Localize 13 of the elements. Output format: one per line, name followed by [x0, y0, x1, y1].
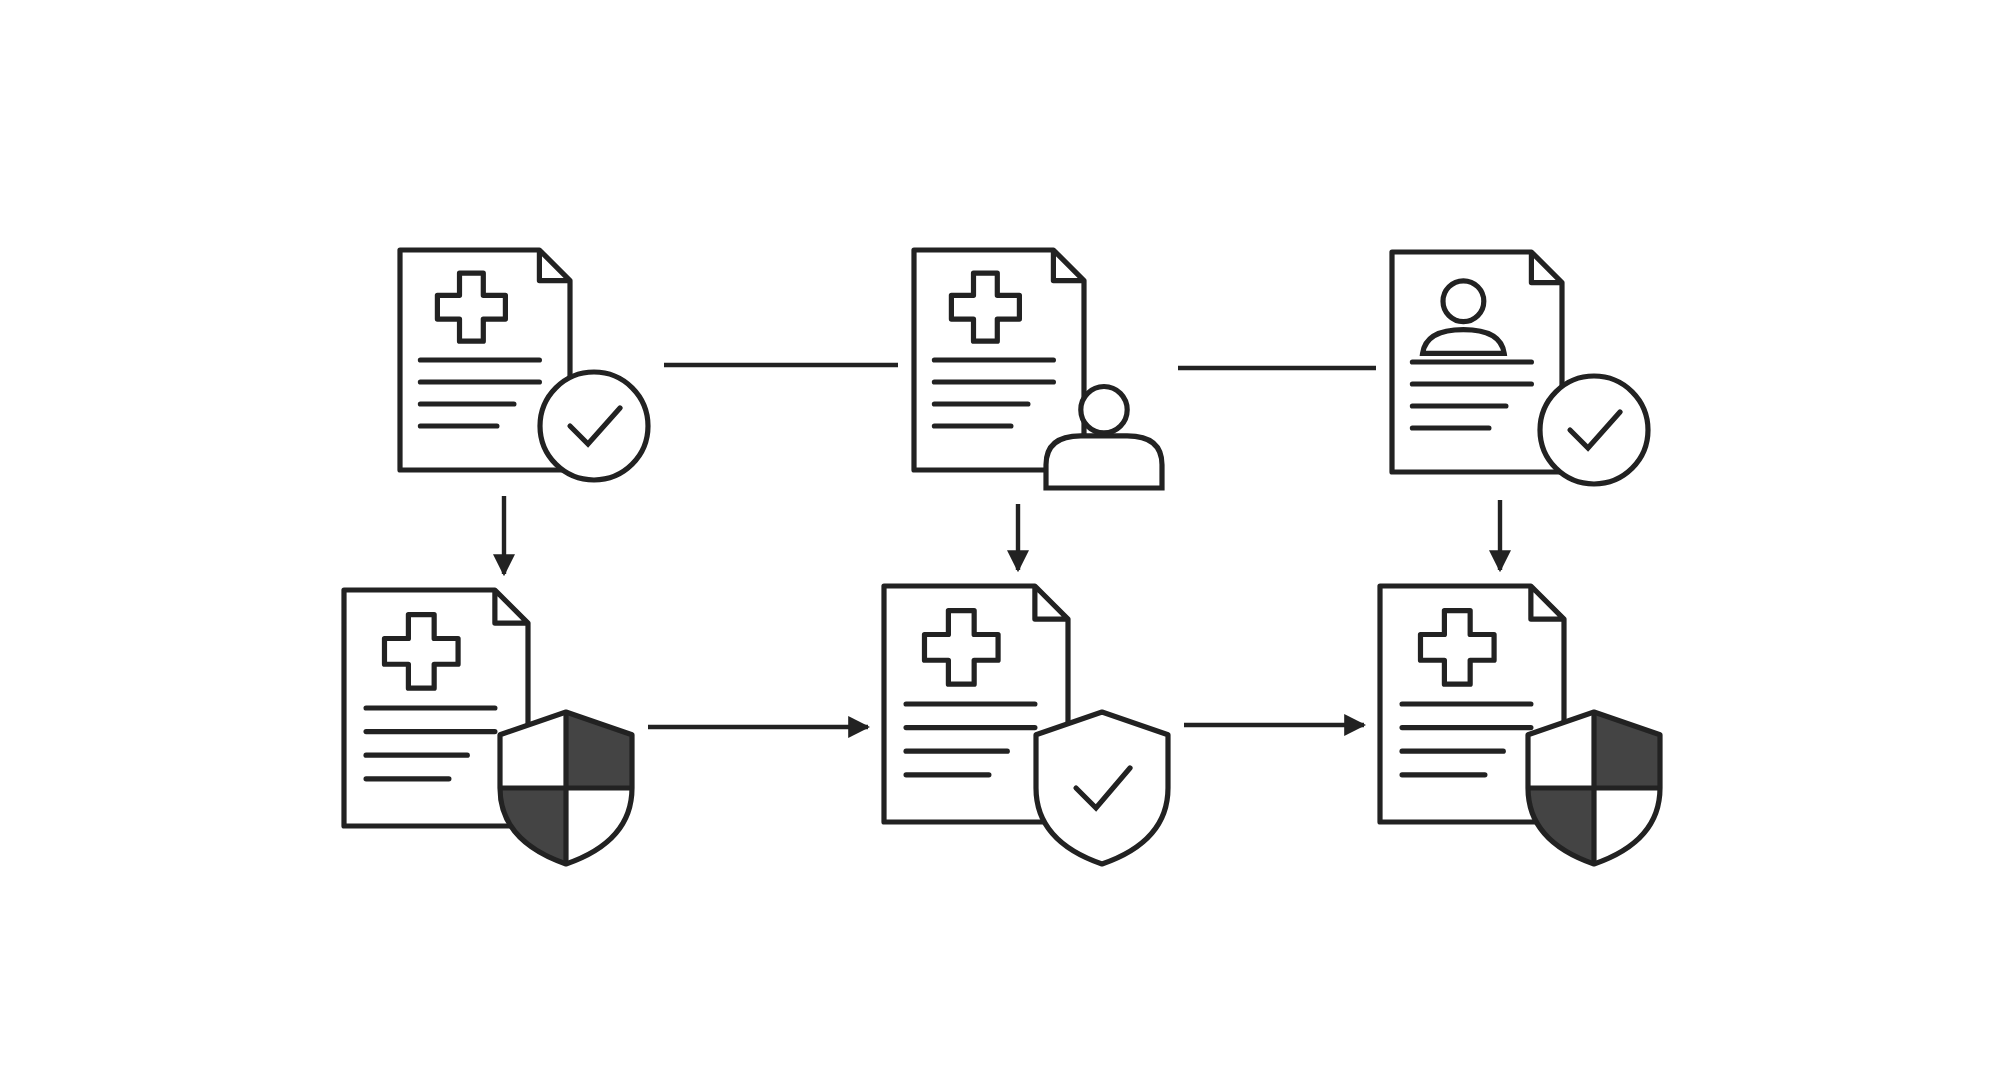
- medical-document-drawing: [881, 583, 1171, 867]
- connector-line: [1178, 365, 1376, 371]
- medical-document-drawing: [341, 587, 635, 867]
- medical-document-drawing: [1389, 249, 1651, 487]
- medical-document-drawing: [911, 247, 1165, 491]
- medical-document-drawing: [1377, 583, 1663, 867]
- arrow: [1184, 714, 1367, 736]
- connector-line: [664, 362, 898, 368]
- arrow: [493, 496, 515, 577]
- medical-document-drawing: [397, 247, 651, 483]
- arrow: [648, 716, 871, 738]
- arrow: [1007, 504, 1029, 573]
- arrow: [1489, 500, 1511, 573]
